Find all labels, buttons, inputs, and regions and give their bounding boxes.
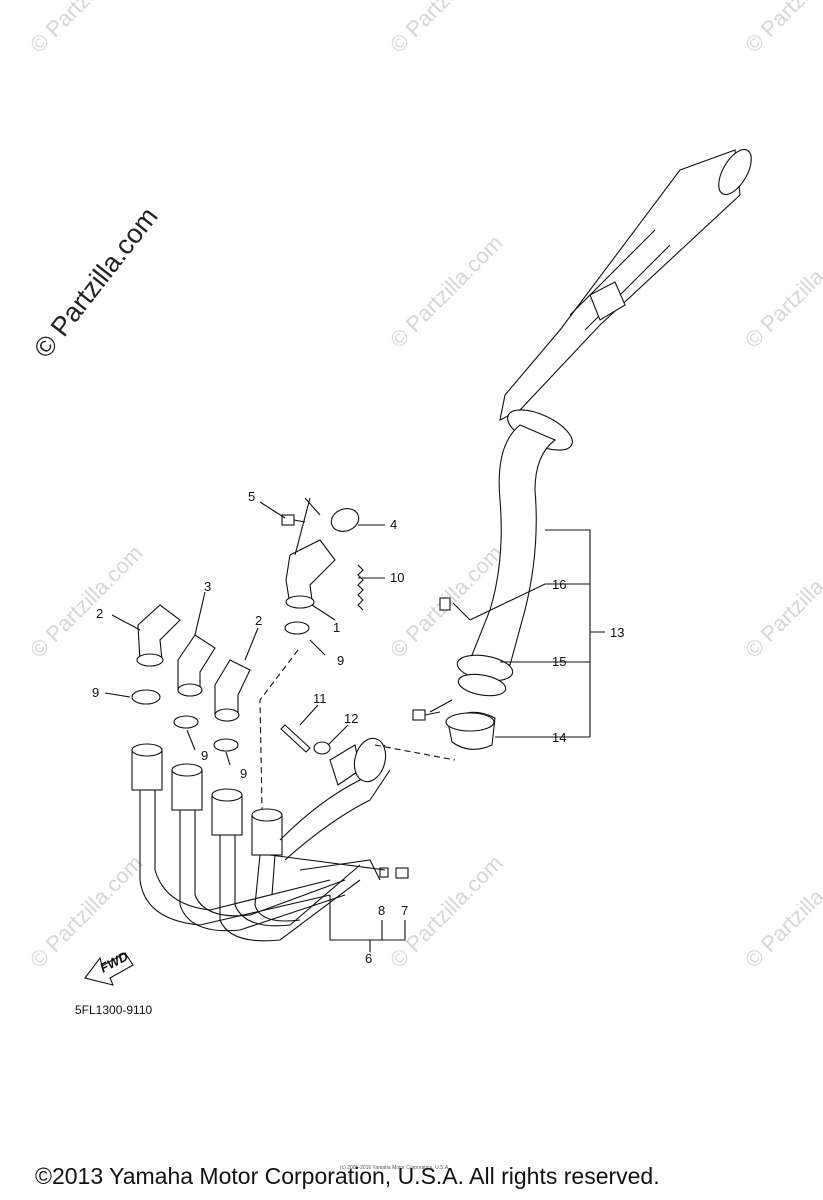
callout-14: 14 — [552, 730, 566, 745]
gasket-14 — [445, 711, 496, 750]
bolt-15 — [412, 709, 441, 721]
joint-2-right — [214, 659, 251, 722]
mid-pipe — [456, 424, 557, 697]
callout-11: 11 — [313, 691, 327, 706]
gasket-4 — [330, 508, 360, 532]
washer-12 — [313, 741, 331, 755]
callout-10: 10 — [390, 570, 404, 585]
callout-9: 9 — [337, 653, 344, 668]
bolt-7 — [395, 867, 409, 879]
clip-16 — [439, 597, 451, 611]
callouts: 1 2 3 2 4 5 6 7 8 9 9 9 9 10 11 12 13 14… — [92, 489, 624, 966]
leader-lines — [104, 497, 605, 952]
callout-13: 13 — [610, 625, 624, 640]
callout-9: 9 — [240, 766, 247, 781]
exhaust-headers — [131, 737, 391, 942]
joint-2-left — [136, 604, 181, 667]
gasket-9 — [213, 738, 239, 752]
small-copyright: (c) 2005-2016 Yamaha Motor Corporation, … — [340, 1165, 450, 1171]
joint-pipe-1 — [285, 539, 336, 609]
callout-15: 15 — [552, 654, 566, 669]
spring-10 — [357, 564, 364, 611]
copyright-notice: ©2013 Yamaha Motor Corporation, U.S.A. A… — [35, 1163, 660, 1189]
bolt-11 — [280, 724, 311, 753]
fwd-arrow: FWD — [84, 948, 134, 986]
part-code: 5FL1300-9110 — [75, 1003, 153, 1017]
bolt-5 — [281, 514, 306, 526]
callout-4: 4 — [390, 517, 397, 532]
callout-7: 7 — [401, 903, 408, 918]
callout-5: 5 — [248, 489, 255, 504]
callout-6: 6 — [365, 951, 372, 966]
gasket-9 — [131, 689, 161, 705]
callout-9: 9 — [201, 748, 208, 763]
nut-8 — [379, 867, 389, 878]
callout-1: 1 — [333, 620, 340, 635]
joint-3 — [177, 634, 216, 697]
gasket-9 — [173, 715, 199, 729]
callout-3: 3 — [204, 579, 211, 594]
callout-2: 2 — [255, 613, 262, 628]
callout-8: 8 — [378, 903, 385, 918]
callout-2: 2 — [96, 606, 103, 621]
callout-9: 9 — [92, 685, 99, 700]
muffler — [499, 148, 752, 451]
callout-16: 16 — [552, 577, 566, 592]
callout-12: 12 — [344, 711, 358, 726]
gasket-9 — [284, 621, 310, 635]
